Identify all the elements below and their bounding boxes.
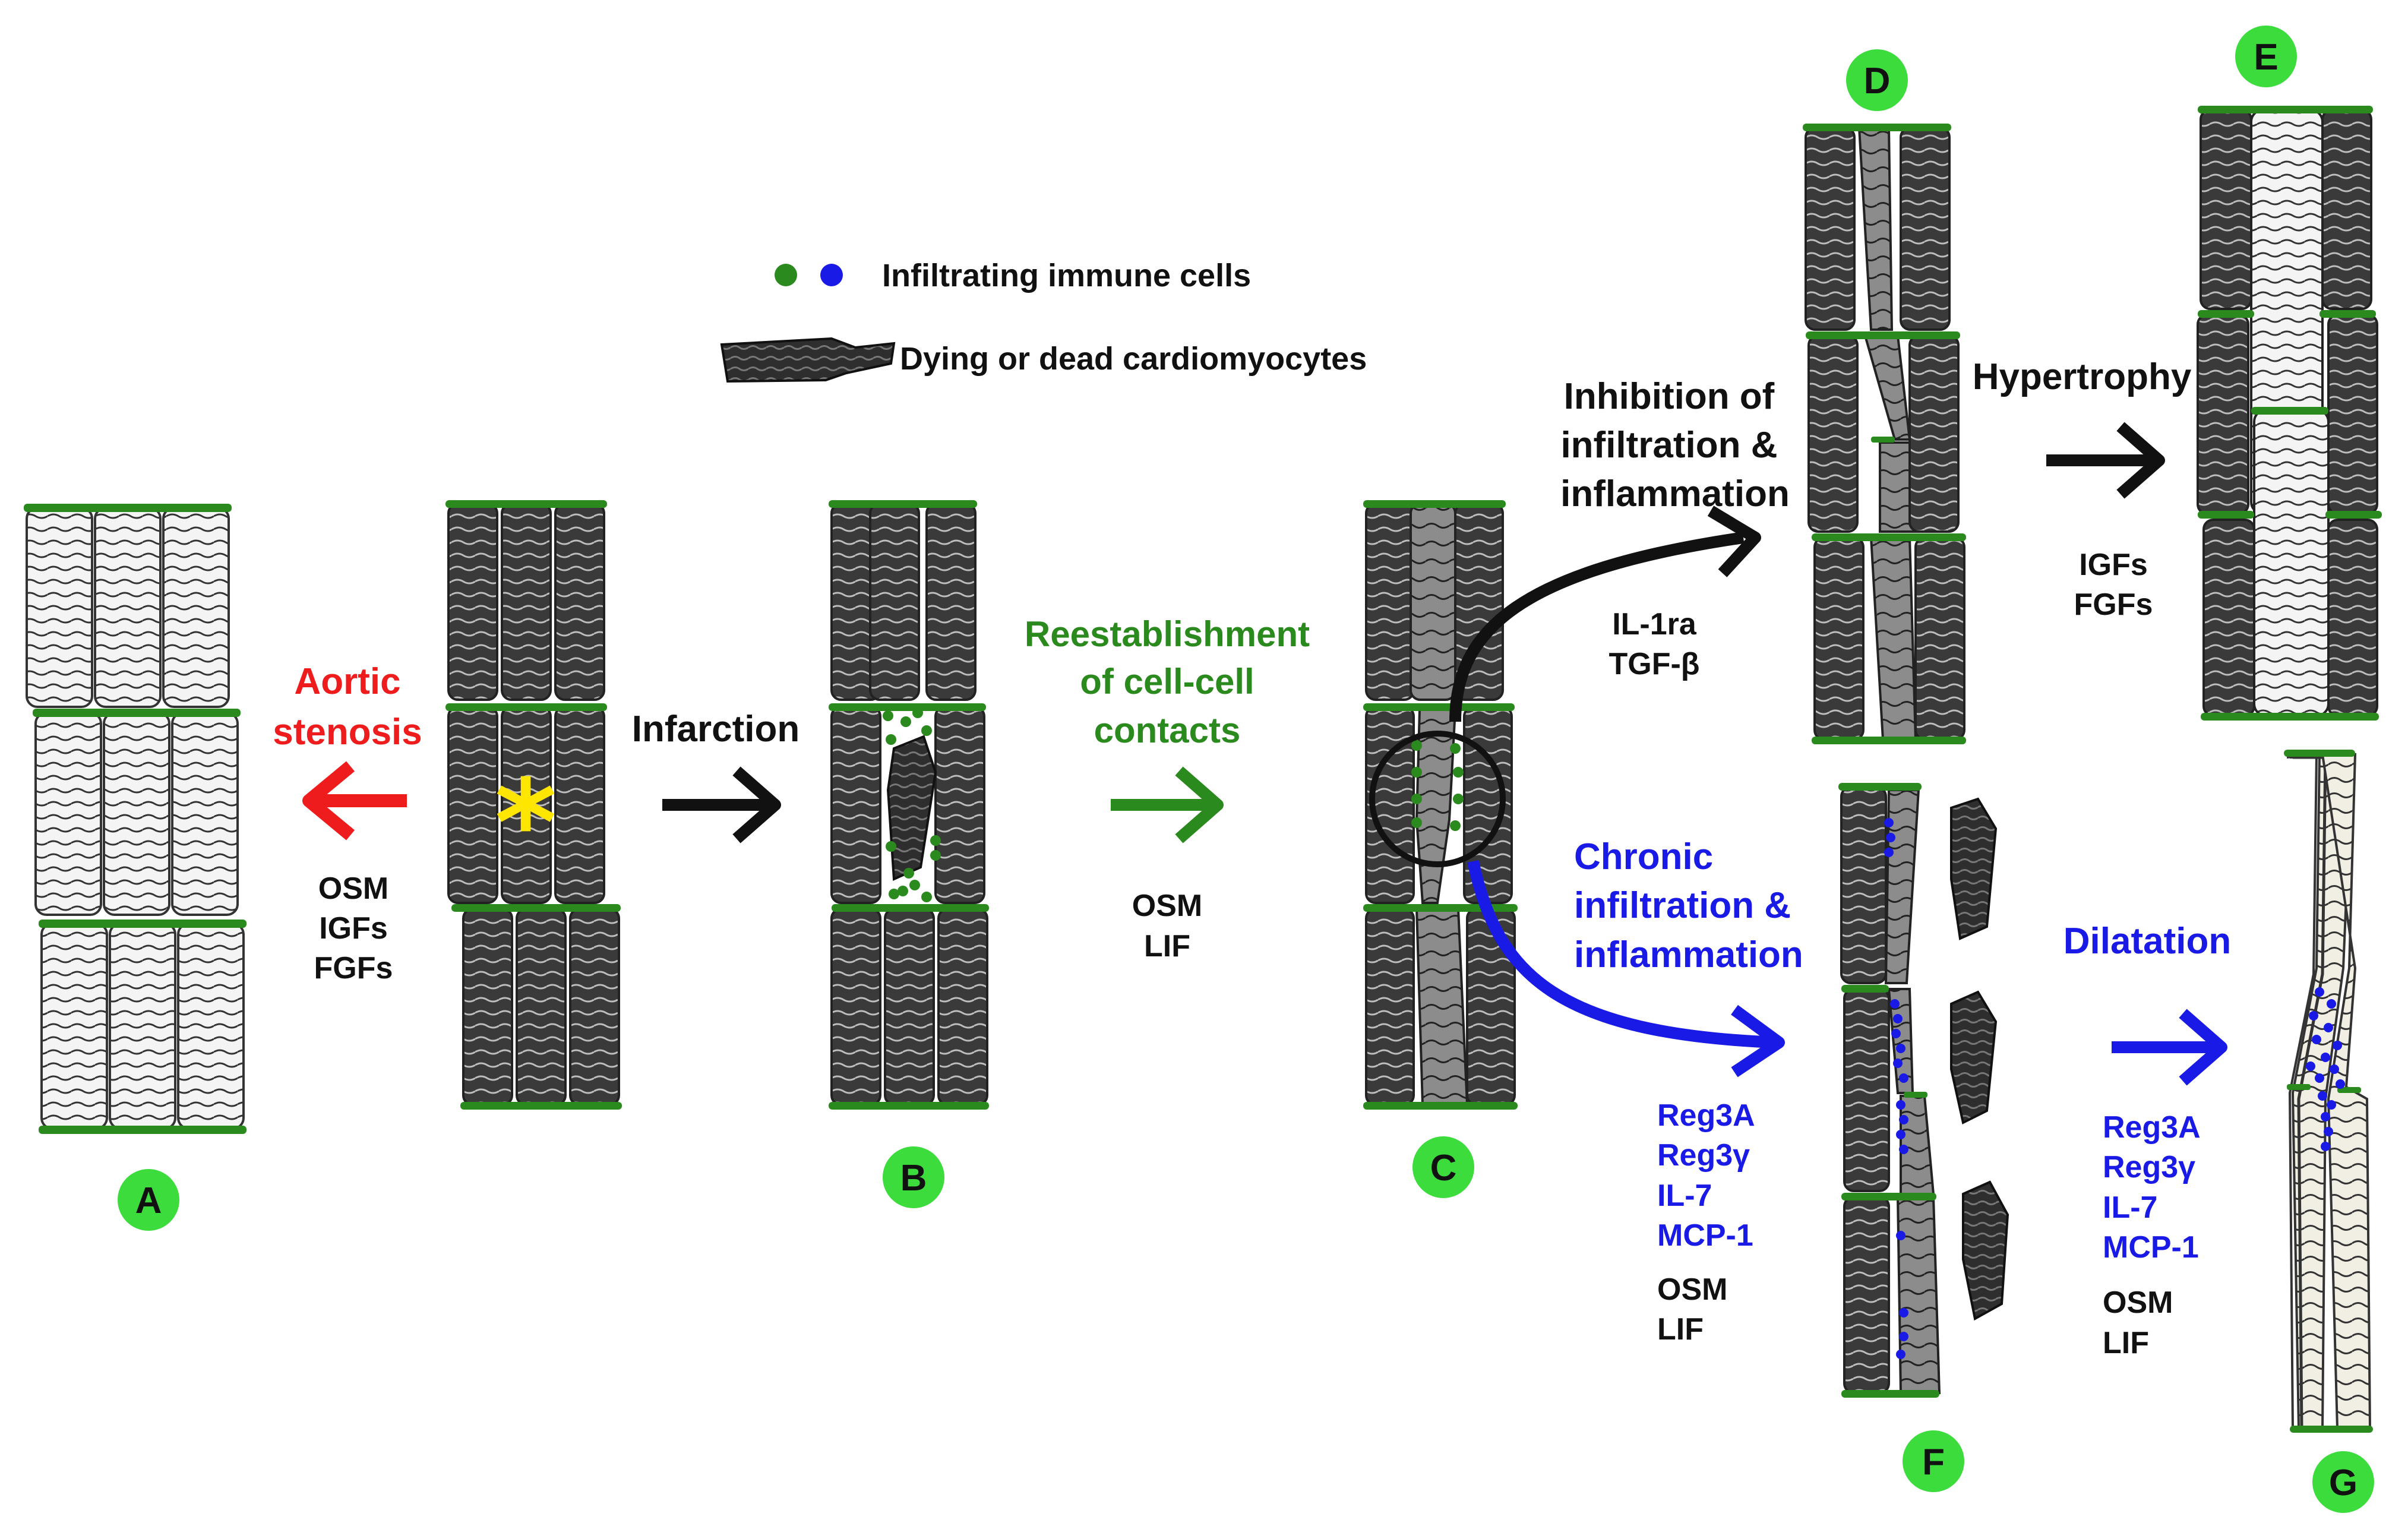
factors-e: IGFs FGFs	[2074, 548, 2153, 622]
lesion-star-icon: *	[495, 754, 557, 893]
svg-text:Reg3A: Reg3A	[2103, 1110, 2201, 1145]
panel-a-badge: A	[118, 1169, 179, 1231]
svg-text:MCP-1: MCP-1	[1657, 1218, 1753, 1253]
aortic-stenosis-label-2: stenosis	[273, 712, 422, 753]
factors-a: OSM IGFs FGFs	[314, 871, 393, 985]
infarction-label: Infarction	[632, 709, 799, 750]
inhibition-arrow	[1449, 505, 1761, 722]
svg-text:TGF-β: TGF-β	[1609, 647, 1699, 681]
panel-b-badge: B	[883, 1146, 944, 1208]
dilatation-label: Dilatation	[2063, 921, 2231, 962]
panel-b-tissue	[829, 500, 989, 1110]
svg-text:OSM: OSM	[318, 871, 388, 906]
svg-text:LIF: LIF	[1657, 1312, 1704, 1347]
svg-text:FGFs: FGFs	[2074, 587, 2153, 622]
legend-dying-label: Dying or dead cardiomyocytes	[900, 341, 1367, 377]
svg-text:OSM: OSM	[1657, 1272, 1727, 1307]
svg-text:B: B	[900, 1158, 927, 1199]
svg-text:F: F	[1922, 1442, 1945, 1483]
reestablishment-label-3: contacts	[1094, 710, 1241, 750]
factors-f-black: OSM LIF	[1657, 1272, 1727, 1347]
dilatation-arrow	[2112, 1009, 2227, 1086]
factors-g-blue: Reg3A Reg3γ IL-7 MCP-1	[2103, 1110, 2201, 1265]
svg-text:IGFs: IGFs	[2079, 548, 2148, 582]
svg-text:Reg3γ: Reg3γ	[1657, 1138, 1750, 1173]
svg-text:OSM: OSM	[1132, 889, 1202, 923]
panel-d-badge: D	[1846, 49, 1908, 111]
legend: Infiltrating immune cells Dying or dead …	[720, 258, 1367, 383]
svg-text:MCP-1: MCP-1	[2103, 1230, 2199, 1265]
panel-e-badge: E	[2235, 26, 2297, 87]
svg-text:E: E	[2254, 37, 2278, 78]
dying-cardiomyocyte	[886, 735, 937, 881]
svg-text:IGFs: IGFs	[319, 911, 388, 946]
chronic-label-1: Chronic	[1574, 836, 1713, 877]
infarction-arrow	[662, 766, 781, 843]
reestablishment-arrow	[1111, 766, 1224, 843]
inhibition-label-2: infiltration &	[1560, 425, 1777, 466]
panel-c-badge: C	[1412, 1136, 1474, 1198]
panel-e-tissue	[2197, 106, 2382, 721]
panel-f-badge: F	[1903, 1430, 1964, 1492]
hypertrophy-arrow	[2046, 422, 2165, 499]
svg-text:Reg3A: Reg3A	[1657, 1098, 1755, 1133]
svg-text:Reg3γ: Reg3γ	[2103, 1150, 2195, 1184]
svg-text:IL-7: IL-7	[1657, 1179, 1712, 1213]
svg-text:G: G	[2329, 1462, 2358, 1503]
svg-text:LIF: LIF	[2103, 1326, 2149, 1360]
reestablishment-label-2: of cell-cell	[1080, 662, 1254, 702]
panel-g-tissue	[2284, 750, 2373, 1433]
chronic-label-2: infiltration &	[1574, 885, 1791, 926]
inhibition-label-3: inflammation	[1560, 473, 1790, 514]
svg-text:FGFs: FGFs	[314, 951, 393, 985]
hypertrophy-label: Hypertrophy	[1973, 356, 2192, 397]
panel-c-tissue	[1363, 500, 1518, 1110]
panel-g-badge: G	[2312, 1451, 2374, 1513]
svg-text:OSM: OSM	[2103, 1285, 2173, 1320]
panel-d-tissue	[1803, 124, 1966, 744]
svg-text:LIF: LIF	[1144, 929, 1190, 963]
normal-tissue: *	[445, 500, 622, 1110]
svg-text:C: C	[1430, 1148, 1457, 1189]
factors-g-black: OSM LIF	[2103, 1285, 2173, 1360]
green-immune-cell-icon	[775, 264, 797, 286]
legend-immune-label: Infiltrating immune cells	[882, 258, 1251, 293]
aortic-stenosis-arrow	[302, 761, 407, 841]
panel-f-tissue	[1838, 783, 2009, 1398]
chronic-arrow	[1467, 860, 1785, 1078]
svg-text:IL-1ra: IL-1ra	[1612, 607, 1697, 642]
factors-d: IL-1ra TGF-β	[1609, 607, 1699, 681]
blue-immune-cell-icon	[820, 264, 843, 286]
svg-text:D: D	[1864, 61, 1891, 102]
factors-f-blue: Reg3A Reg3γ IL-7 MCP-1	[1657, 1098, 1755, 1253]
aortic-stenosis-label-1: Aortic	[294, 661, 400, 702]
panel-a-tissue	[24, 504, 247, 1134]
inhibition-label-1: Inhibition of	[1564, 376, 1775, 417]
reestablishment-label-1: Reestablishment	[1025, 614, 1310, 654]
svg-text:A: A	[135, 1180, 162, 1221]
zoom-circle	[1369, 731, 1506, 867]
dead-cardiomyocyte-icon	[720, 337, 896, 383]
factors-c: OSM LIF	[1132, 889, 1202, 963]
chronic-label-3: inflammation	[1574, 934, 1803, 975]
svg-text:IL-7: IL-7	[2103, 1190, 2157, 1225]
